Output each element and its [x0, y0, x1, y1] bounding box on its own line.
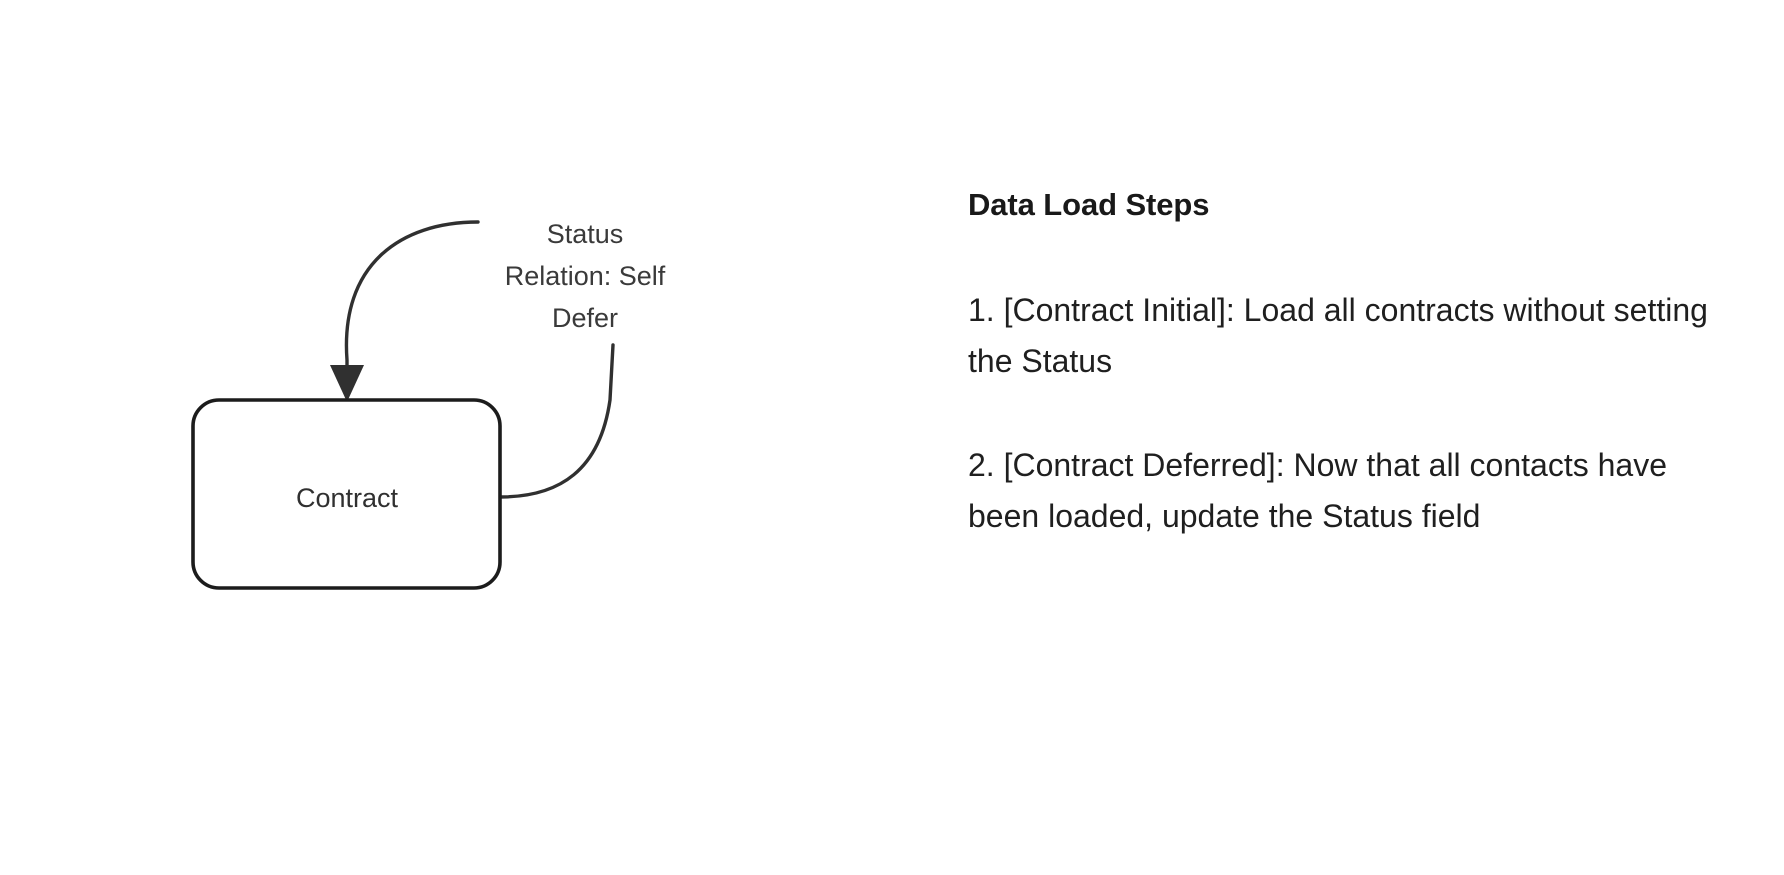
contract-node-shape: [191, 398, 502, 590]
node-contract[interactable]: Contract: [191, 398, 502, 590]
data-load-steps-panel: Data Load Steps 1. [Contract Initial]: L…: [968, 186, 1708, 542]
diagram-panel: Contract Status Relation: Self Defer: [191, 219, 666, 590]
edge-label-line-2: Relation: Self: [505, 261, 666, 291]
edge-status-relation-self-defer[interactable]: [330, 220, 615, 499]
contract-node-label: Contract: [296, 483, 399, 513]
edge-right-arm-path: [498, 343, 615, 499]
contract-self-defer-diagram: Contract Status Relation: Self Defer: [191, 219, 666, 590]
steps-heading: Data Load Steps: [968, 187, 1210, 222]
edge-label-group: Status Relation: Self Defer: [505, 219, 666, 333]
step-item-1: 1. [Contract Initial]: Load all contract…: [968, 292, 1708, 380]
step-item-2: 2. [Contract Deferred]: Now that all con…: [968, 446, 1667, 534]
edge-left-arm-path: [344, 220, 480, 380]
edge-label-line-1: Status: [547, 219, 624, 249]
edge-arrowhead-icon: [330, 365, 364, 402]
edge-label-line-3: Defer: [552, 303, 618, 333]
